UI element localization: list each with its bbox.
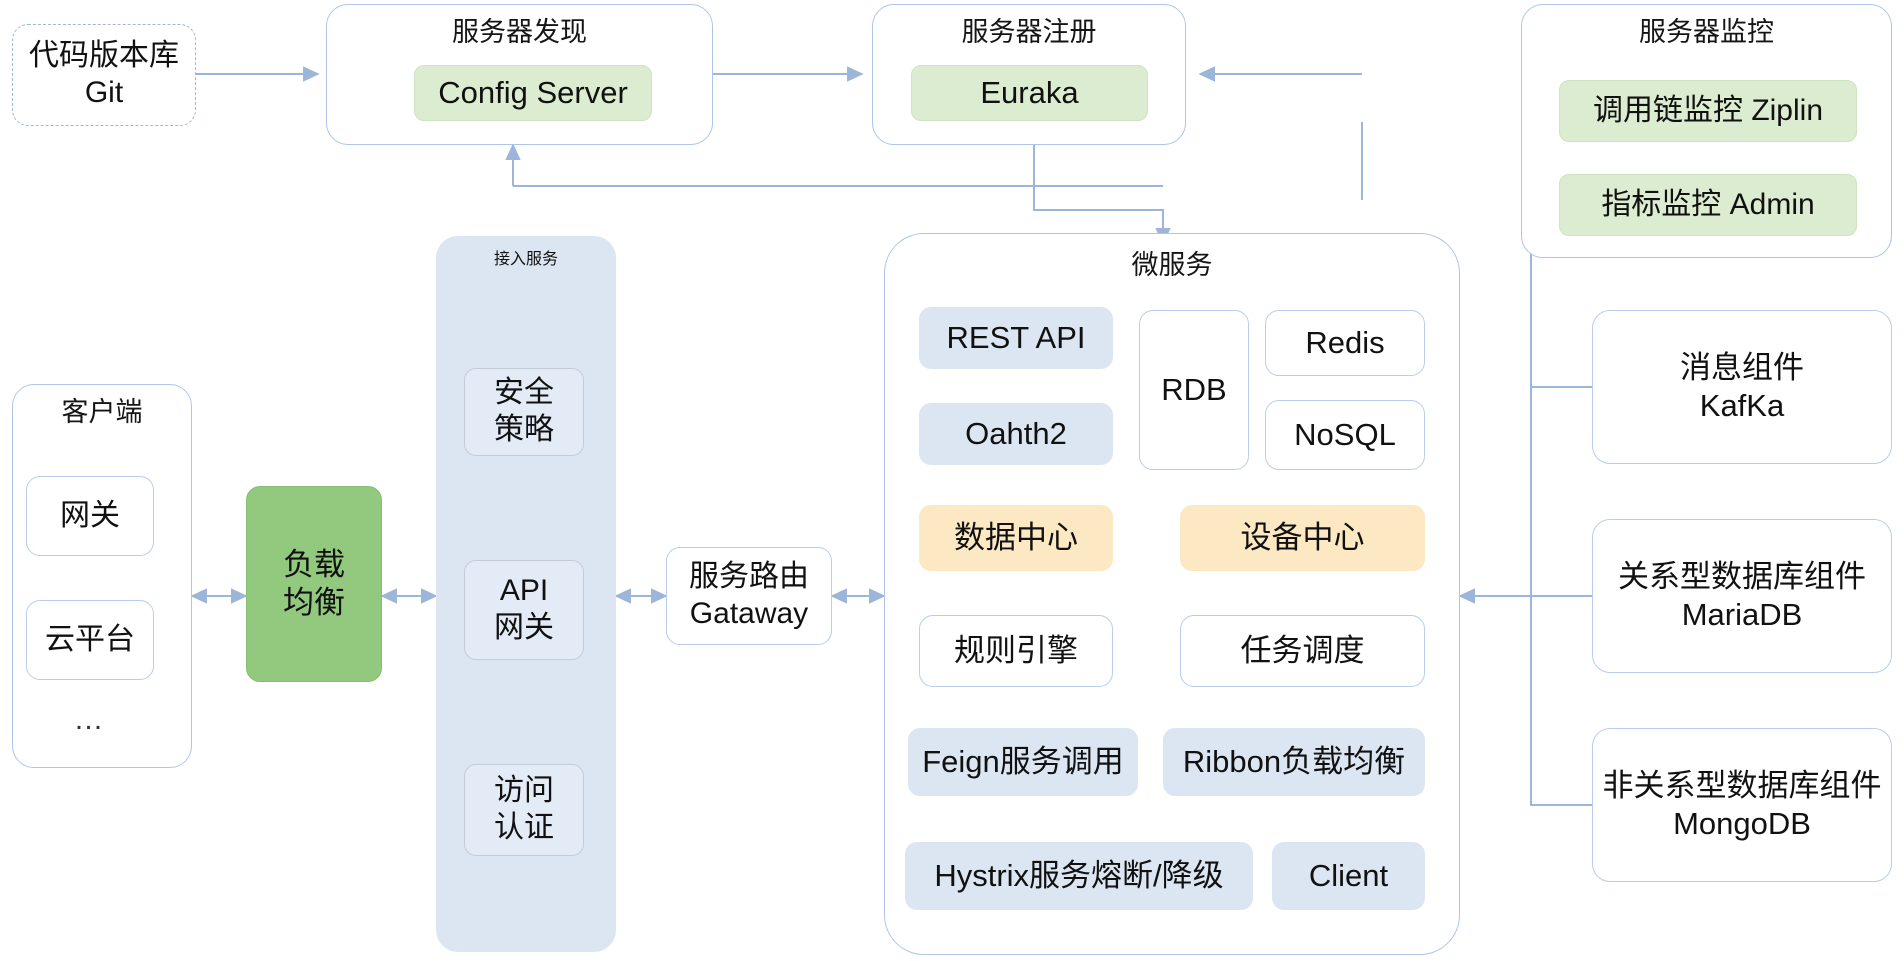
group-client-title: 客户端 (61, 397, 143, 427)
node-load-balancer[interactable]: 负载 均衡 (246, 486, 382, 682)
group-microservice-title: 微服务 (1131, 250, 1213, 280)
node-config-server[interactable]: Config Server (414, 65, 652, 121)
node-data-center[interactable]: 数据中心 (919, 505, 1113, 571)
node-service-route-gateway[interactable]: 服务路由 Gataway (666, 547, 832, 645)
node-rule-engine[interactable]: 规则引擎 (919, 615, 1113, 687)
node-hystrix-circuit-breaker[interactable]: Hystrix服务熔断/降级 (905, 842, 1253, 910)
node-redis[interactable]: Redis (1265, 310, 1425, 376)
node-rest-api[interactable]: REST API (919, 307, 1113, 369)
group-server-monitor-title: 服务器监控 (1639, 17, 1774, 47)
node-client-cloud-platform[interactable]: 云平台 (26, 600, 154, 680)
node-device-center[interactable]: 设备中心 (1180, 505, 1425, 571)
node-client-gateway[interactable]: 网关 (26, 476, 154, 556)
node-task-schedule[interactable]: 任务调度 (1180, 615, 1425, 687)
group-client[interactable]: 客户端 (12, 384, 192, 768)
group-server-registry-title: 服务器注册 (961, 17, 1097, 47)
node-nosql[interactable]: NoSQL (1265, 400, 1425, 470)
group-server-discovery-title: 服务器发现 (452, 17, 587, 47)
node-rdbms-component-mariadb[interactable]: 关系型数据库组件 MariaDB (1592, 519, 1892, 673)
node-admin-metric-monitor[interactable]: 指标监控 Admin (1559, 174, 1857, 236)
node-oauth2[interactable]: Oahth2 (919, 403, 1113, 465)
node-client-sdk[interactable]: Client (1272, 842, 1425, 910)
node-git-repo[interactable]: 代码版本库 Git (12, 24, 196, 126)
node-feign-service-call[interactable]: Feign服务调用 (908, 728, 1138, 796)
node-nosql-component-mongodb[interactable]: 非关系型数据库组件 MongoDB (1592, 728, 1892, 882)
node-message-component-kafka[interactable]: 消息组件 KafKa (1592, 310, 1892, 464)
node-api-gateway[interactable]: API 网关 (464, 560, 584, 660)
node-rdb[interactable]: RDB (1139, 310, 1249, 470)
node-access-auth[interactable]: 访问 认证 (464, 764, 584, 856)
node-euraka[interactable]: Euraka (911, 65, 1148, 121)
node-ribbon-load-balance[interactable]: Ribbon负载均衡 (1163, 728, 1425, 796)
group-access-service-title: 接入服务 (493, 251, 558, 268)
node-client-more: … (73, 702, 107, 736)
node-zipkin-trace-monitor[interactable]: 调用链监控 Ziplin (1559, 80, 1857, 142)
node-security-policy[interactable]: 安全 策略 (464, 368, 584, 456)
